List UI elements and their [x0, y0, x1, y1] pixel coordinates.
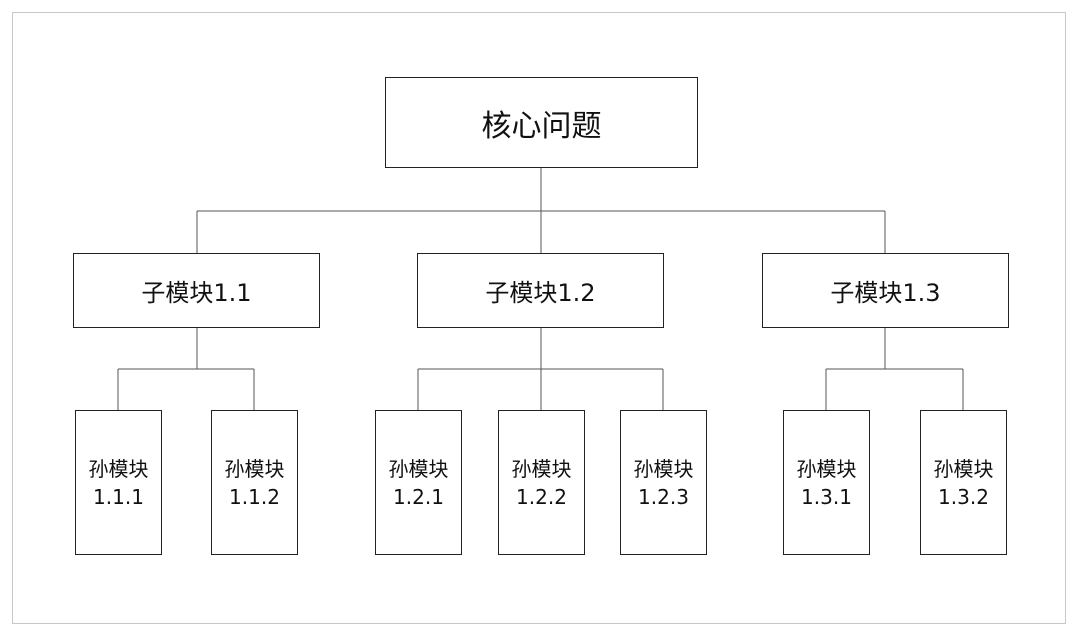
leaf-node-1-2-3: 孙模块 1.2.3: [620, 410, 707, 555]
leaf-node-label: 孙模块: [933, 456, 994, 481]
leaf-node-1-3-1: 孙模块 1.3.1: [783, 410, 870, 555]
leaf-node-number: 1.3.2: [938, 484, 989, 509]
leaf-node-number: 1.2.1: [393, 484, 444, 509]
leaf-node-1-2-1: 孙模块 1.2.1: [375, 410, 462, 555]
diagram-frame: [12, 12, 1066, 624]
leaf-node-1-3-2: 孙模块 1.3.2: [920, 410, 1007, 555]
leaf-node-1-1-1: 孙模块 1.1.1: [75, 410, 162, 555]
leaf-node-number: 1.2.3: [638, 484, 689, 509]
leaf-node-number: 1.1.2: [229, 484, 280, 509]
leaf-node-label: 孙模块: [388, 456, 449, 481]
root-node-label: 核心问题: [481, 108, 602, 144]
leaf-node-label: 孙模块: [633, 456, 694, 481]
leaf-node-1-2-2: 孙模块 1.2.2: [498, 410, 585, 555]
child-node-label: 子模块1.2: [485, 279, 596, 307]
leaf-node-1-1-2: 孙模块 1.1.2: [211, 410, 298, 555]
leaf-node-label: 孙模块: [88, 456, 149, 481]
leaf-node-number: 1.2.2: [516, 484, 567, 509]
child-node-1-1: 子模块1.1: [73, 253, 320, 328]
leaf-node-label: 孙模块: [511, 456, 572, 481]
leaf-node-label: 孙模块: [796, 456, 857, 481]
child-node-1-2: 子模块1.2: [417, 253, 664, 328]
root-node: 核心问题: [385, 77, 698, 168]
child-node-label: 子模块1.1: [141, 279, 252, 307]
child-node-label: 子模块1.3: [830, 279, 941, 307]
leaf-node-number: 1.1.1: [93, 484, 144, 509]
leaf-node-number: 1.3.1: [801, 484, 852, 509]
leaf-node-label: 孙模块: [224, 456, 285, 481]
child-node-1-3: 子模块1.3: [762, 253, 1009, 328]
